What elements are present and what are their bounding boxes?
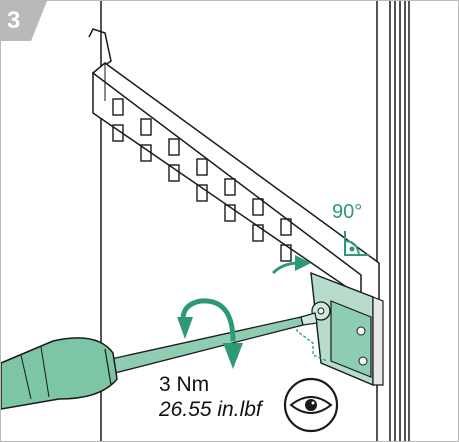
rail-slot	[112, 98, 124, 116]
step-badge-shape	[1, 1, 47, 41]
rail-slot	[224, 204, 236, 222]
right-angle-icon	[344, 231, 369, 256]
rotate-arrow-icon	[177, 298, 243, 369]
rail-hook	[88, 28, 112, 66]
rail-slot	[280, 218, 292, 236]
rail-slot	[168, 138, 180, 156]
torque-metric: 3 Nm	[157, 373, 212, 397]
rail-slot	[224, 178, 236, 196]
rail-slot	[252, 198, 264, 216]
rail-slots	[112, 98, 292, 262]
rail-slot	[280, 244, 292, 262]
cabinet-post	[376, 1, 457, 441]
torque-imperial: 26.55 in.lbf	[157, 398, 264, 422]
rail-slot	[140, 118, 152, 136]
inspect-eye-icon	[283, 377, 339, 433]
rail-slot	[252, 224, 264, 242]
rail-slot	[196, 158, 208, 176]
rail-slot	[196, 184, 208, 202]
rail-slot	[112, 124, 124, 142]
push-arrow-icon	[271, 255, 311, 275]
slotted-rail	[91, 62, 380, 302]
step-number: 3	[7, 7, 21, 34]
rail-slot	[168, 164, 180, 182]
rail-slot	[140, 144, 152, 162]
screwdriver	[1, 312, 318, 410]
angle-label: 90°	[332, 201, 363, 223]
mounting-bracket	[296, 271, 384, 387]
